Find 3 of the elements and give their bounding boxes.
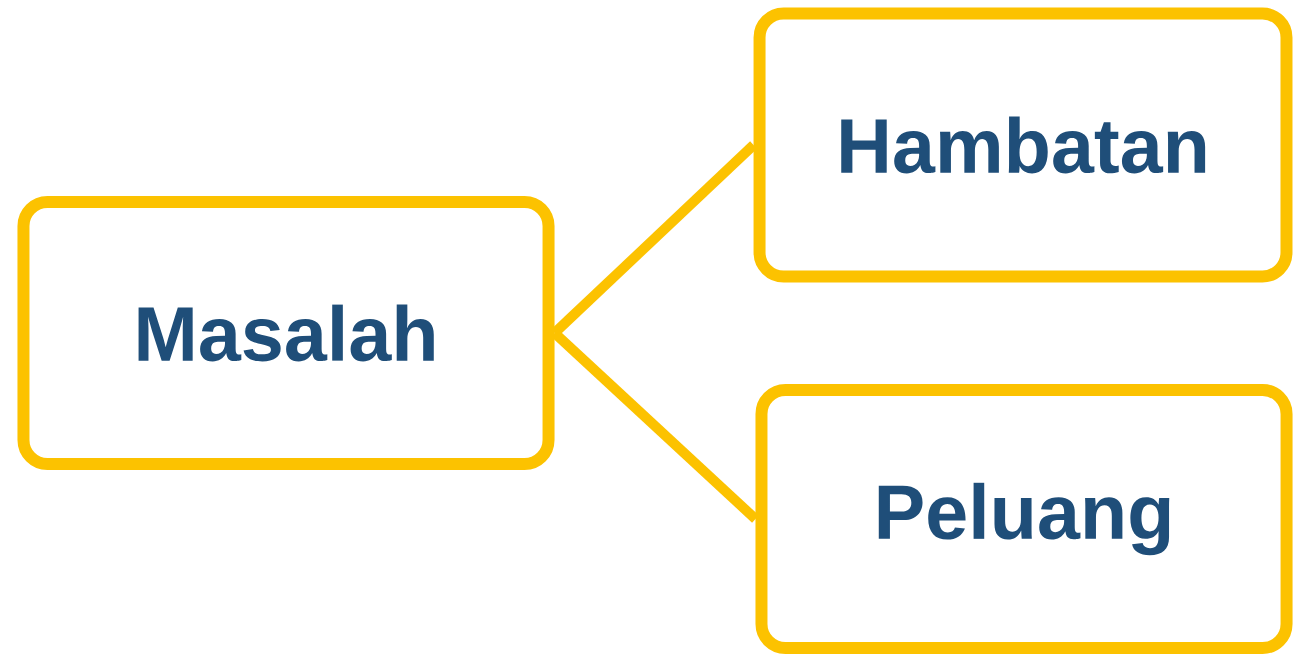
process-box: Hambatan: [753, 7, 1293, 283]
process-box: Peluang: [755, 384, 1293, 654]
process-box: Masalah: [17, 196, 555, 470]
